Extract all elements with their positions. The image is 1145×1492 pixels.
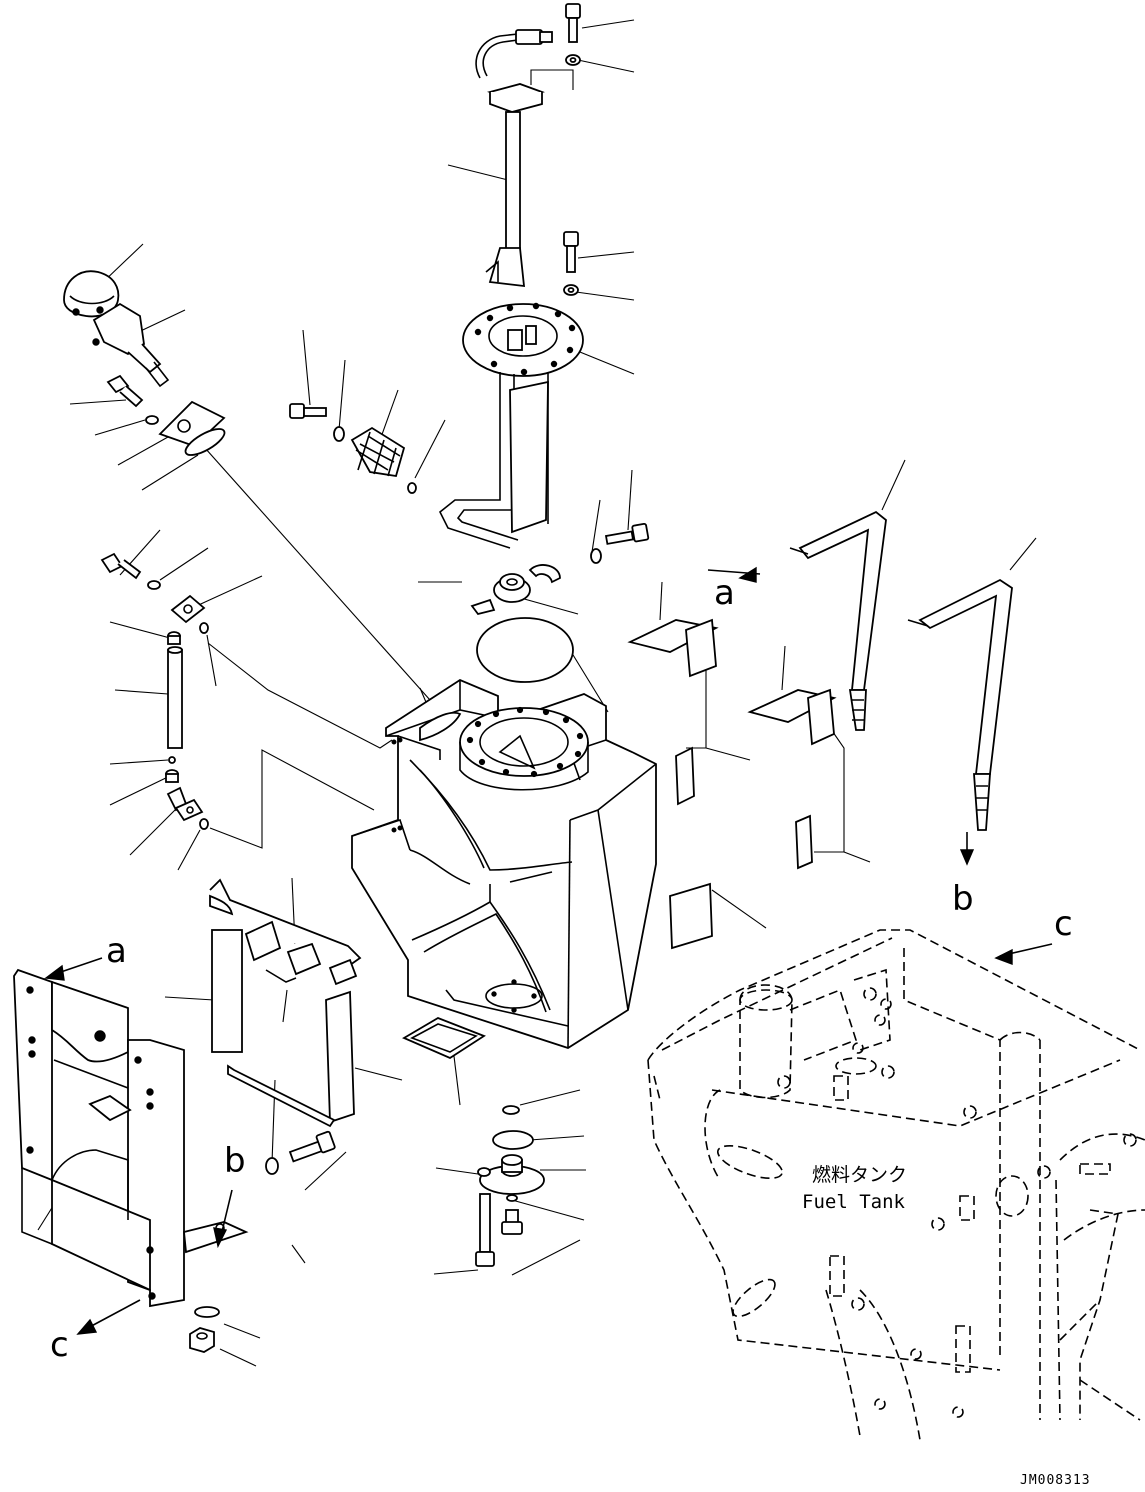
- flange-o-ring: [476, 617, 574, 683]
- label-plate-small-3: [328, 958, 358, 986]
- rubber-pad-3: [669, 882, 713, 950]
- upper-o-ring: [199, 622, 209, 634]
- drawing-code: JM008313: [1020, 1473, 1091, 1488]
- hose-clamp: [470, 564, 561, 616]
- callout-c-left: c: [50, 1325, 69, 1365]
- callout-a-left: a: [106, 931, 127, 971]
- bracket-bolt: [288, 1130, 336, 1163]
- fuel-tank-label-en: Fuel Tank: [802, 1191, 906, 1213]
- left-bolt: [100, 552, 142, 580]
- machine-frame-context: [647, 929, 1145, 1441]
- bracket-nut-washer: [194, 1306, 220, 1318]
- fuel-cap: [63, 270, 120, 318]
- fuel-level-sender: [475, 29, 553, 288]
- label-plate-small-2: [286, 942, 322, 976]
- callout-b-lower: b: [224, 1141, 246, 1181]
- small-ring: [168, 756, 176, 764]
- filler-neck: [92, 302, 170, 388]
- drain-washer: [477, 1167, 491, 1177]
- callout-a-upper: a: [714, 573, 735, 613]
- strap-pad-b: [747, 688, 837, 746]
- strap-pad-a: [627, 618, 719, 678]
- strainer-o-ring: [407, 482, 417, 494]
- strainer: [350, 426, 406, 478]
- fuel-tank-label-jp: 燃料タンク: [812, 1164, 907, 1186]
- flange-bolt: [563, 231, 579, 296]
- callout-c-right: c: [1054, 904, 1073, 944]
- hose-fitting: [493, 573, 531, 603]
- label-plate-left: [211, 929, 243, 1053]
- label-sheet-top: [209, 878, 362, 973]
- left-washer: [147, 580, 161, 590]
- drain-flange: [479, 1154, 545, 1195]
- fuel-tank-body: [351, 678, 657, 1049]
- pipe-bolt: [590, 522, 650, 564]
- elbow-fitting: [166, 786, 204, 822]
- label-sheet-mid: [265, 969, 297, 983]
- label-plate-small-1: [244, 920, 282, 962]
- rubber-pad-2: [795, 814, 813, 870]
- tank-strap-2: [907, 578, 1013, 831]
- bracket-nut: [189, 1327, 215, 1353]
- lower-adapter: [165, 769, 179, 783]
- lower-o-ring: [199, 818, 209, 830]
- label-strip: [227, 1064, 336, 1128]
- callout-b-upper: b: [952, 879, 974, 919]
- sender-bolt-top: [565, 3, 581, 66]
- drain-plug: [501, 1209, 523, 1235]
- upper-adapter: [167, 631, 181, 645]
- drain-gasket: [492, 1130, 534, 1150]
- neck-bolt: [106, 374, 144, 408]
- callout-arrows: [44, 566, 1053, 1335]
- label-plate-tall: [325, 990, 355, 1124]
- upper-flange-block: [170, 594, 206, 624]
- neck-gasket: [158, 400, 226, 448]
- drain-bolt: [475, 1193, 495, 1267]
- drain-cover-plate: [402, 1017, 486, 1060]
- strainer-washer: [333, 426, 345, 442]
- breather-pipe: [167, 646, 183, 749]
- drain-o-ring-small: [502, 1105, 520, 1115]
- strainer-bolt: [289, 403, 327, 419]
- bracket-washer: [265, 1157, 279, 1175]
- suction-flange-pipe: [438, 302, 584, 549]
- tank-bracket: [13, 968, 249, 1308]
- rubber-pad-1: [675, 746, 695, 806]
- neck-washer: [145, 415, 159, 425]
- drain-plug-o-ring: [506, 1194, 518, 1202]
- tank-strap-1: [789, 510, 887, 731]
- neck-o-ring: [184, 428, 226, 456]
